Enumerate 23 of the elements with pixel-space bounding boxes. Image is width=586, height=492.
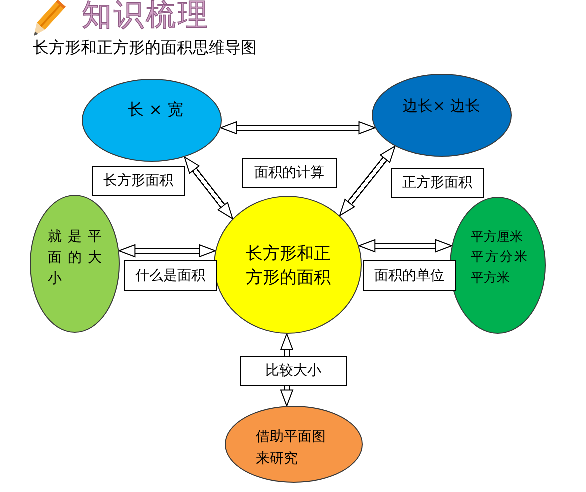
text-box: 正方形面积	[391, 168, 484, 198]
node-text: 长方形和正方形的面积	[246, 243, 332, 290]
double-arrow	[182, 155, 236, 221]
node-text: 平方米	[471, 271, 510, 287]
text-box: 比较大小	[240, 356, 347, 386]
node-text: 长 × 宽	[128, 100, 184, 120]
node-text: 借助平面图来研究	[256, 428, 327, 469]
node-text: 平方厘米	[471, 230, 523, 246]
header-text: 知识梳理	[82, 0, 210, 34]
arrow	[280, 334, 294, 356]
text-box: 面积的计算	[242, 158, 337, 188]
double-arrow	[338, 144, 398, 218]
double-arrow	[358, 240, 452, 252]
title: 长方形和正方形的面积思维导图	[33, 37, 257, 58]
text-box: 什么是面积	[124, 260, 217, 291]
node-text: 就是平面的大小	[48, 228, 109, 289]
node-text: 边长× 边长	[403, 97, 480, 116]
double-arrow	[220, 122, 376, 134]
text-box: 长方形面积	[92, 166, 185, 196]
double-arrow	[118, 244, 216, 258]
arrow	[280, 386, 294, 407]
node-text: 平方分米	[471, 250, 529, 266]
text-box: 面积的单位	[363, 260, 456, 291]
